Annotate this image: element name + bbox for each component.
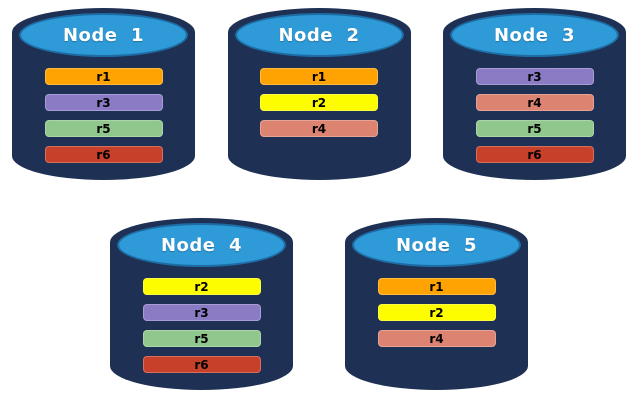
replica-bar-r2: r2 [377,304,496,321]
replica-bar-r2: r2 [260,94,378,111]
replica-bar-r6: r6 [44,146,163,163]
node-title: Node 5 [395,234,478,256]
node-title: Node 4 [160,234,243,256]
replica-bar-list: r1 r2 r4 [228,68,411,137]
cylinder-top-ellipse: Node 2 [234,13,404,57]
replica-bar-r1: r1 [377,278,496,295]
replica-label: r3 [96,95,111,110]
node-row-bottom: Node 4 r2 r3 r5 r6 Node 5 r1 r2 r4 [0,218,638,390]
replica-label: r1 [311,69,327,84]
replica-label: r5 [96,121,111,136]
replica-bar-r3: r3 [44,94,163,111]
replica-bar-list: r1 r3 r5 r6 [12,68,195,163]
replica-label: r5 [527,121,542,136]
replica-label: r1 [429,279,444,294]
replica-label: r6 [527,147,542,162]
replica-bar-r1: r1 [44,68,163,85]
replica-bar-r4: r4 [260,120,378,137]
replica-bar-r3: r3 [475,68,594,85]
replica-label: r2 [429,305,444,320]
replica-bar-list: r1 r2 r4 [345,278,528,347]
replica-label: r3 [527,69,542,84]
replica-label: r1 [96,69,111,84]
replica-bar-list: r3 r4 r5 r6 [443,68,626,163]
cylinder-top-ellipse: Node 5 [352,223,521,267]
replica-label: r4 [311,121,327,136]
replica-bar-list: r2 r3 r5 r6 [110,278,293,373]
node-cylinder-4: Node 4 r2 r3 r5 r6 [110,218,293,390]
replica-label: r2 [194,279,209,294]
replica-bar-r5: r5 [142,330,261,347]
cylinder-top-ellipse: Node 3 [450,13,619,57]
node-title: Node 2 [278,24,360,46]
cylinder-top-ellipse: Node 4 [117,223,286,267]
replica-bar-r6: r6 [142,356,261,373]
replica-bar-r4: r4 [475,94,594,111]
replica-bar-r1: r1 [260,68,378,85]
replica-bar-r4: r4 [377,330,496,347]
replica-label: r5 [194,331,209,346]
replica-bar-r2: r2 [142,278,261,295]
node-title: Node 3 [493,24,576,46]
replica-bar-r6: r6 [475,146,594,163]
replica-bar-r5: r5 [475,120,594,137]
node-title: Node 1 [62,24,145,46]
replica-label: r2 [311,95,327,110]
replica-label: r4 [527,95,542,110]
node-cylinder-3: Node 3 r3 r4 r5 r6 [443,8,626,180]
replica-label: r4 [429,331,444,346]
replica-bar-r3: r3 [142,304,261,321]
node-cylinder-1: Node 1 r1 r3 r5 r6 [12,8,195,180]
replica-label: r6 [96,147,111,162]
cylinder-top-ellipse: Node 1 [19,13,188,57]
replica-label: r6 [194,357,209,372]
node-cylinder-5: Node 5 r1 r2 r4 [345,218,528,390]
replica-label: r3 [194,305,209,320]
replica-bar-r5: r5 [44,120,163,137]
node-cylinder-2: Node 2 r1 r2 r4 [227,8,411,180]
